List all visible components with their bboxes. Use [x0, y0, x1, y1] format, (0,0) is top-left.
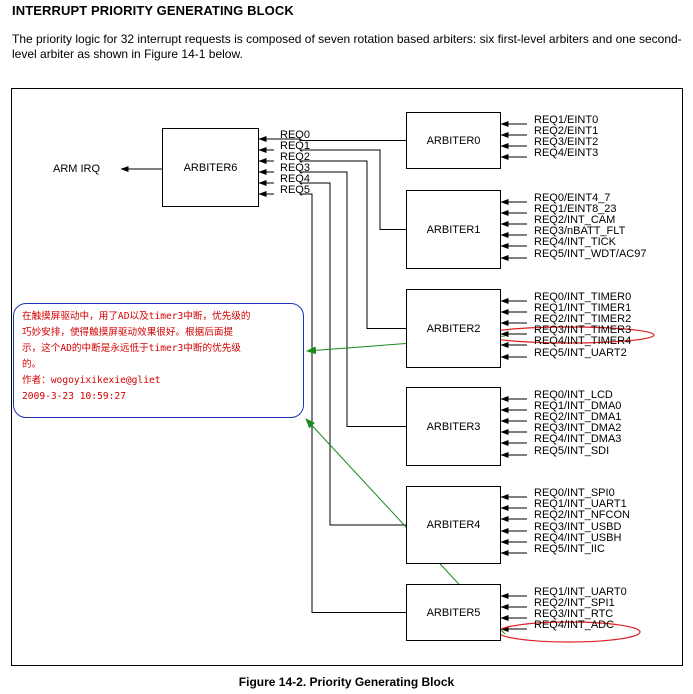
request-label: REQ1/EINT8_23 [534, 203, 617, 215]
request-label: REQ5/INT_IIC [534, 543, 605, 555]
annotation-line-2: 巧妙安排，使得触摸屏驱动效果很好。根据后面提 [22, 327, 234, 338]
arbiter5-block: ARBITER5 [406, 584, 501, 641]
request-label: REQ1/EINT0 [534, 114, 599, 126]
arbiter6-input-label: REQ2 [280, 151, 310, 163]
request-label: REQ3/INT_DMA2 [534, 422, 622, 434]
annotation-note: 在触摸屏驱动中，用了AD以及timer3中断，优先级的 巧妙安排，使得触摸屏驱动… [13, 303, 304, 418]
arbiter1-block: ARBITER1 [406, 190, 501, 269]
arbiter6-block: ARBITER6 [162, 128, 259, 207]
request-label: REQ4/INT_DMA3 [534, 433, 622, 445]
annotation-date: 2009-3-23 10:59:27 [22, 391, 126, 402]
request-label: REQ0/INT_SPI0 [534, 487, 615, 499]
arm-irq-label: ARM IRQ [53, 163, 101, 175]
request-label: REQ4/INT_TICK [534, 236, 616, 248]
arbiter6-input-label: REQ1 [280, 140, 310, 152]
annotation-line-3: 示，这个AD的中断是永远低于timer3中断的优先级 [22, 343, 241, 354]
request-label: REQ4/INT_TIMER4 [534, 335, 632, 347]
request-label: REQ1/INT_DMA0 [534, 400, 622, 412]
figure-frame [11, 88, 683, 666]
intro-paragraph: The priority logic for 32 interrupt requ… [12, 32, 682, 61]
request-label: REQ3/nBATT_FLT [534, 225, 626, 237]
arbiter3-block: ARBITER3 [406, 387, 501, 466]
request-label: REQ2/INT_NFCON [534, 509, 630, 521]
request-label: REQ5/INT_WDT/AC97 [534, 248, 647, 260]
arbiter5-output-wire [300, 193, 406, 613]
request-label: REQ3/INT_TIMER3 [534, 324, 632, 336]
request-label: REQ2/EINT1 [534, 125, 599, 137]
request-label: REQ2/INT_SPI1 [534, 597, 615, 609]
request-label: REQ2/INT_DMA1 [534, 411, 622, 423]
annotation-line-1: 在触摸屏驱动中，用了AD以及timer3中断，优先级的 [22, 311, 251, 322]
arbiter6-input-label: REQ5 [280, 184, 310, 196]
request-label: REQ5/INT_SDI [534, 445, 610, 457]
request-label: REQ2/INT_TIMER2 [534, 313, 632, 325]
section-heading: INTERRUPT PRIORITY GENERATING BLOCK [12, 3, 294, 18]
request-label: REQ3/EINT2 [534, 136, 599, 148]
figure-caption: Figure 14-2. Priority Generating Block [238, 675, 455, 689]
arbiter2-block: ARBITER2 [406, 289, 501, 368]
request-label: REQ5/INT_UART2 [534, 347, 627, 359]
request-label: REQ0/INT_LCD [534, 389, 613, 401]
arbiter2-output-wire [300, 160, 406, 329]
request-label: REQ0/INT_TIMER0 [534, 291, 632, 303]
request-label: REQ3/INT_RTC [534, 608, 614, 620]
arbiter6-input-label: REQ0 [280, 129, 310, 141]
arbiter6-input-label: REQ3 [280, 162, 310, 174]
request-label: REQ4/INT_USBH [534, 532, 622, 544]
request-label: REQ3/INT_USBD [534, 521, 622, 533]
arbiter3-output-wire [300, 171, 406, 427]
arbiter6-input-label: REQ4 [280, 173, 310, 185]
arbiter0-output-wire [274, 138, 406, 141]
request-label: REQ1/INT_TIMER1 [534, 302, 632, 314]
arbiter4-output-wire [300, 182, 406, 526]
arbiter1-output-wire [300, 149, 406, 230]
arbiter4-block: ARBITER4 [406, 486, 501, 564]
request-label: REQ1/INT_UART1 [534, 498, 627, 510]
request-label: REQ4/EINT3 [534, 147, 599, 159]
request-label: REQ0/EINT4_7 [534, 192, 611, 204]
request-label: REQ2/INT_CAM [534, 214, 616, 226]
request-label: REQ1/INT_UART0 [534, 586, 627, 598]
annotation-author: 作者：wogoyixikexie@gliet [22, 375, 161, 386]
arbiter0-block: ARBITER0 [406, 112, 501, 169]
request-label: REQ4/INT_ADC [534, 619, 615, 631]
annotation-line-4: 的。 [22, 359, 42, 370]
